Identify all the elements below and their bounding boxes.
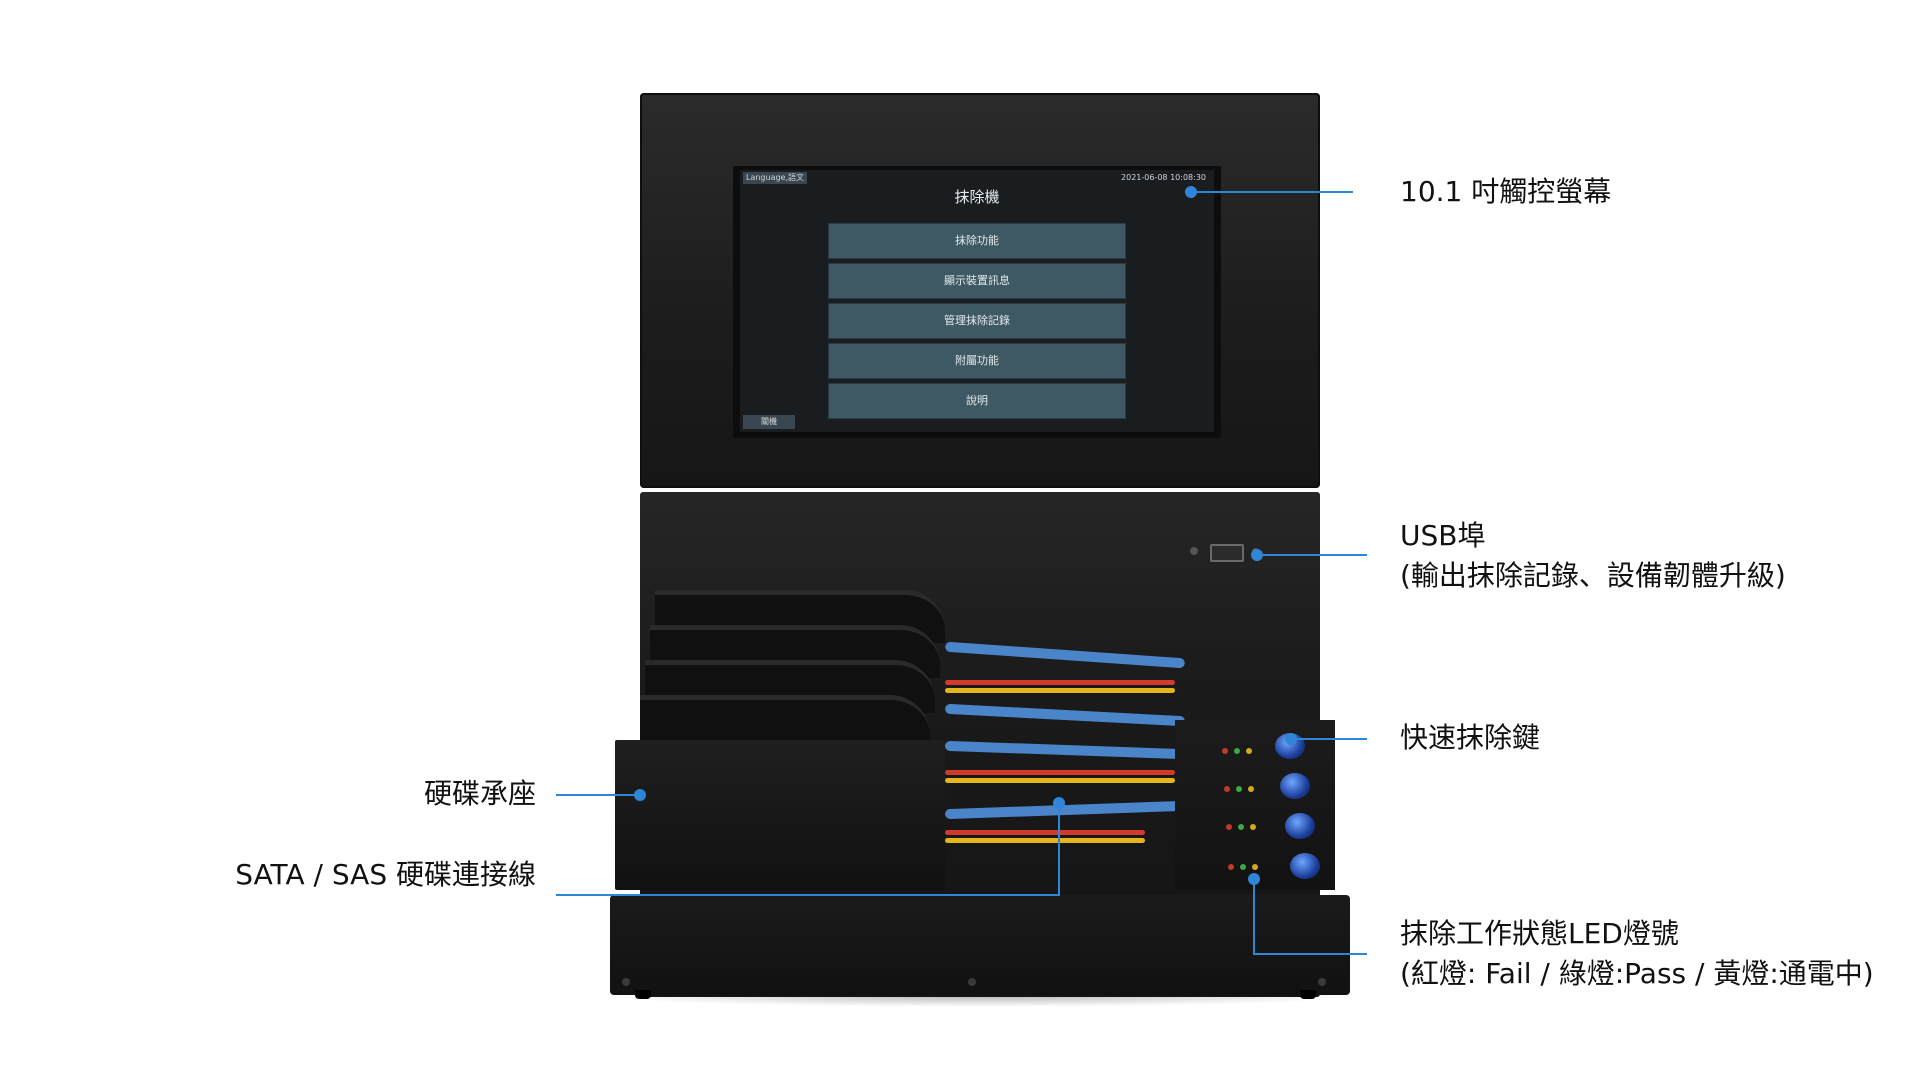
callout-line-sata-vertical: [1058, 803, 1060, 896]
callout-line-touchscreen: [1191, 191, 1353, 193]
screw-icon: [968, 978, 976, 986]
led-red-icon: [1224, 786, 1230, 792]
power-cable: [945, 688, 1175, 693]
power-cable: [945, 830, 1145, 835]
led-yellow-icon: [1248, 786, 1254, 792]
led-yellow-icon: [1252, 864, 1258, 870]
power-indicator-icon: [1190, 547, 1198, 555]
label-usb-port: USB埠: [1400, 519, 1486, 552]
led-red-icon: [1226, 824, 1232, 830]
tray-slot: [640, 695, 930, 748]
label-usb-port-note: (輸出抹除記錄、設備韌體升級): [1400, 559, 1786, 592]
led-red-icon: [1228, 864, 1234, 870]
callout-dot: [634, 789, 646, 801]
clock-readout: 2021-06-08 10:08:30: [1121, 173, 1206, 182]
tray-front-panel: [615, 740, 945, 890]
led-green-icon: [1240, 864, 1246, 870]
led-yellow-icon: [1246, 748, 1252, 754]
label-sata-cable: SATA / SAS 硬碟連接線: [235, 858, 536, 891]
label-led-status-note: (紅燈: Fail / 綠燈:Pass / 黃燈:通電中): [1400, 957, 1874, 990]
callout-line-quick-erase: [1291, 738, 1367, 740]
shutdown-button[interactable]: 關機: [743, 415, 795, 429]
screw-icon: [1318, 978, 1326, 986]
label-quick-erase: 快速抹除鍵: [1400, 721, 1541, 754]
label-touchscreen: 10.1 吋觸控螢幕: [1400, 175, 1612, 208]
foot: [635, 990, 651, 999]
quick-erase-button-4[interactable]: [1290, 853, 1320, 879]
power-cable: [945, 778, 1175, 783]
quick-erase-button-3[interactable]: [1285, 813, 1315, 839]
led-green-icon: [1238, 824, 1244, 830]
usb-port[interactable]: [1210, 544, 1244, 562]
callout-line-usb: [1257, 554, 1367, 556]
label-hdd-tray: 硬碟承座: [423, 777, 536, 810]
led-yellow-icon: [1250, 824, 1256, 830]
touchscreen-display: Language,語文 2021-06-08 10:08:30 抹除機 抹除功能…: [740, 170, 1214, 432]
menu-erase-records[interactable]: 管理抹除記錄: [828, 303, 1126, 339]
power-cable: [945, 770, 1175, 775]
menu-device-info[interactable]: 顯示裝置訊息: [828, 263, 1126, 299]
callout-line-hdd-tray: [556, 794, 638, 796]
screen-title: 抹除機: [954, 188, 1000, 206]
base-plate: [610, 895, 1350, 995]
menu-help[interactable]: 說明: [828, 383, 1126, 419]
menu-accessories[interactable]: 附屬功能: [828, 343, 1126, 379]
screw-icon: [622, 978, 630, 986]
quick-erase-button-2[interactable]: [1280, 773, 1310, 799]
led-red-icon: [1222, 748, 1228, 754]
label-led-status: 抹除工作狀態LED燈號: [1400, 917, 1679, 950]
power-cable: [945, 680, 1175, 685]
menu-erase-function[interactable]: 抹除功能: [828, 223, 1126, 259]
led-green-icon: [1234, 748, 1240, 754]
callout-line-led-vertical: [1253, 878, 1255, 955]
callout-line-led: [1253, 953, 1367, 955]
callout-line-sata: [556, 894, 1060, 896]
power-cable: [945, 838, 1145, 843]
led-green-icon: [1236, 786, 1242, 792]
language-button[interactable]: Language,語文: [743, 172, 808, 184]
foot: [1300, 990, 1316, 999]
